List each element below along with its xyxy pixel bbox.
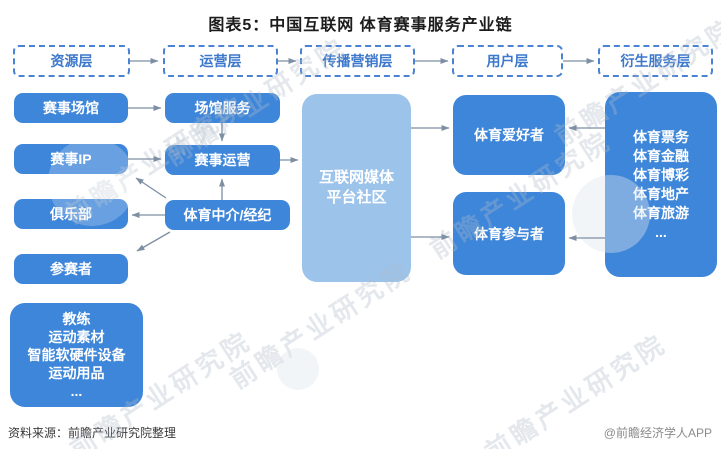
node-event-venues: 赛事场馆 bbox=[14, 93, 128, 123]
node-resource-others: 教练 运动素材 智能软硬件设备 运动用品 ... bbox=[10, 303, 143, 407]
node-competitors: 参赛者 bbox=[14, 254, 128, 284]
derivative-service-line: ... bbox=[655, 223, 667, 240]
node-venue-services: 场馆服务 bbox=[165, 93, 280, 123]
resource-others-line: 智能软硬件设备 bbox=[27, 347, 126, 363]
resource-others-line: 运动素材 bbox=[48, 329, 105, 345]
derivative-service-line: 体育金融 bbox=[633, 147, 689, 164]
credit-note: @前瞻经济学人APP bbox=[603, 426, 712, 440]
media-platform-line: 平台社区 bbox=[326, 189, 387, 206]
resource-others-line: ... bbox=[70, 383, 83, 399]
derivative-service-line: 体育旅游 bbox=[633, 204, 689, 221]
layer-box-resource: 资源层 bbox=[13, 45, 130, 77]
media-platform-line: 互联网媒体 bbox=[318, 169, 394, 186]
derivative-service-line: 体育地产 bbox=[633, 185, 689, 202]
layer-box-user: 用户层 bbox=[452, 45, 563, 77]
node-event-ip: 赛事IP bbox=[14, 144, 128, 174]
resource-others-line: 教练 bbox=[62, 311, 91, 327]
resource-others-line: 运动用品 bbox=[48, 365, 105, 381]
derivative-service-line: 体育博彩 bbox=[633, 166, 689, 183]
source-note: 资料来源：前瞻产业研究院整理 bbox=[8, 426, 177, 440]
page-title: 图表5：中国互联网 体育赛事服务产业链 bbox=[208, 17, 513, 34]
node-sports-participants: 体育参与者 bbox=[453, 192, 565, 275]
layer-box-marketing: 传播营销层 bbox=[300, 45, 415, 77]
layer-box-operation: 运营层 bbox=[163, 45, 278, 77]
node-event-operation: 赛事运营 bbox=[165, 145, 280, 175]
node-clubs: 俱乐部 bbox=[14, 199, 128, 229]
layer-box-derivative-service: 衍生服务层 bbox=[598, 45, 713, 77]
node-internet-media-platform: 互联网媒体 平台社区 bbox=[302, 94, 411, 282]
watermark-logo-circle bbox=[277, 348, 319, 390]
node-sports-agency: 体育中介/经纪 bbox=[165, 200, 290, 230]
node-sports-fans: 体育爱好者 bbox=[453, 95, 565, 175]
derivative-service-line: 体育票务 bbox=[633, 128, 689, 145]
node-derivative-services: 体育票务 体育金融 体育博彩 体育地产 体育旅游 ... bbox=[605, 92, 717, 277]
